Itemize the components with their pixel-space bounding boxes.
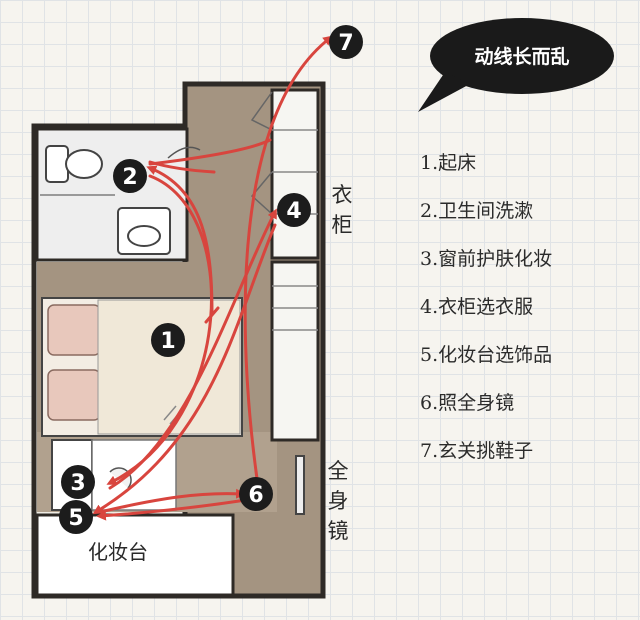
step-marker-circle [151, 323, 185, 357]
legend-item: 1.起床 [420, 152, 477, 174]
mirror-label: 全 身 镜 [326, 456, 350, 546]
step-marker-6: 6 [239, 477, 273, 511]
bubble-caption: 动线长而乱 [474, 46, 570, 68]
wardrobe [250, 88, 320, 442]
legend-item: 4.衣柜选衣服 [420, 296, 534, 318]
pillow-icon [47, 369, 101, 421]
full-length-mirror [295, 455, 305, 515]
path-tick [204, 306, 220, 324]
toilet-icon [65, 149, 103, 179]
path-3-to-4 [108, 208, 277, 490]
step-marker-number: 5 [68, 506, 83, 531]
bathroom-door [167, 146, 201, 159]
speech-bubble [418, 18, 614, 112]
pillow-icon [47, 304, 101, 356]
step-marker-circle [59, 500, 93, 534]
wardrobe-label-char: 衣 [331, 183, 353, 207]
vanity-table [35, 513, 235, 597]
toilet-tank [45, 145, 69, 183]
step-marker-circle [239, 477, 273, 511]
step-marker-number: 7 [338, 31, 353, 56]
wardrobe-label: 衣 柜 [330, 180, 354, 240]
movement-paths [92, 35, 334, 521]
wardrobe-label-char: 柜 [331, 213, 353, 237]
mirror-label-char: 全 [327, 459, 349, 483]
step-marker-3: 3 [61, 465, 95, 499]
step-marker-circle [329, 25, 363, 59]
step-marker-number: 1 [160, 329, 175, 354]
vanity-area [35, 439, 235, 597]
step-marker-7: 7 [329, 25, 363, 59]
step-marker-circle [113, 159, 147, 193]
bed [41, 297, 243, 437]
step-marker-number: 4 [286, 199, 301, 224]
step-markers: 1 2 3 4 5 6 7 [59, 25, 363, 534]
step-marker-circle [61, 465, 95, 499]
step-marker-number: 3 [70, 471, 85, 496]
legend-item: 7.玄关挑鞋子 [420, 440, 534, 462]
sink-icon [127, 225, 161, 247]
legend-item: 3.窗前护肤化妆 [420, 248, 553, 270]
vanity-label: 化妆台 [88, 540, 148, 564]
mirror-label-char: 镜 [327, 519, 349, 543]
step-marker-1: 1 [151, 323, 185, 357]
bathroom [35, 127, 201, 262]
path-6-to-7 [243, 35, 334, 488]
path-5-to-6 [98, 488, 246, 514]
mirror-label-char: 身 [327, 489, 349, 513]
shelf-unit [270, 260, 320, 442]
step-marker-circle [277, 193, 311, 227]
step-marker-number: 2 [122, 165, 137, 190]
step-legend: 1.起床 2.卫生间洗漱 3.窗前护肤化妆 4.衣柜选衣服 5.化妆台选饰品 6… [420, 148, 630, 484]
legend-item: 5.化妆台选饰品 [420, 344, 553, 366]
path-6-to-5 [96, 498, 248, 521]
legend-item: 2.卫生间洗漱 [420, 200, 534, 222]
step-marker-number: 6 [248, 483, 263, 508]
step-marker-5: 5 [59, 500, 93, 534]
legend-item: 6.照全身镜 [420, 392, 515, 414]
path-2-to-wardrobe [148, 138, 272, 166]
step-marker-4: 4 [277, 193, 311, 227]
step-marker-2: 2 [113, 159, 147, 193]
path-4-to-5 [92, 223, 277, 515]
